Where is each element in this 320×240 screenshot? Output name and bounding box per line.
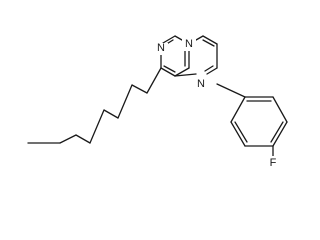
bond-c2-n3 [162, 35, 176, 44]
atom-f: F [270, 157, 277, 169]
bond-chain-6 [75, 134, 91, 144]
bond-c6-n5 [206, 67, 218, 75]
bond-c6-n5-inner [204, 65, 214, 72]
atom-n5: N [197, 78, 205, 90]
bond-ph-1 [230, 96, 246, 123]
bond-c8-c7 [202, 35, 218, 45]
bond-chain-3 [117, 84, 133, 119]
bond-c8-c7-inner [202, 39, 215, 47]
bond-ph-2 [230, 121, 246, 147]
bond-chain-2 [131, 84, 148, 94]
bond-c4-c4a [160, 67, 176, 77]
bond-ph-5 [272, 96, 288, 123]
bond-chain-4 [103, 109, 119, 119]
bond-n5-c4a [174, 73, 197, 77]
atom-n3: N [157, 42, 165, 54]
bond-chain-5 [89, 109, 105, 144]
bond-c6-aryl [216, 83, 246, 98]
bond-c4a-c8a [174, 67, 190, 77]
structure-diagram: N N N F [27, 35, 288, 169]
bond-chain-1 [146, 67, 162, 94]
bond-ph-2-inner [234, 121, 248, 143]
atom-n1: N [185, 38, 193, 50]
bond-c4-c4a-inner [163, 65, 176, 73]
bond-ph-4 [272, 121, 288, 147]
bond-ph-4-inner [270, 121, 284, 143]
bond-chain-7 [59, 134, 77, 144]
